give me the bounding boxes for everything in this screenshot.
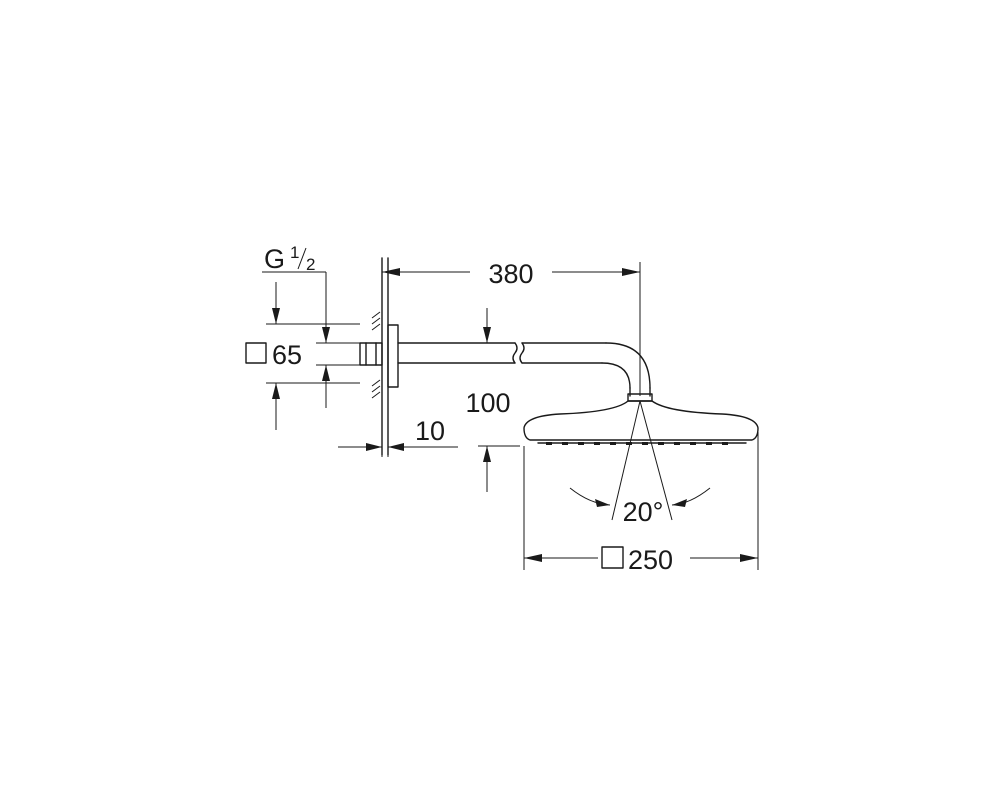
spray-angle-label: 20° (623, 497, 664, 527)
thread-prefix-label: G (264, 244, 285, 274)
dimension-arm-length: 380 (381, 259, 641, 396)
dimension-head-size: 250 (523, 432, 759, 575)
dimension-thread: G 1 2 (262, 243, 360, 408)
nozzle-row (546, 442, 728, 445)
wall-flange (359, 257, 399, 456)
thread-numerator-label: 1 (290, 243, 299, 262)
dimension-flange-size: 65 (245, 282, 360, 430)
head-size-label: 250 (628, 545, 673, 575)
dimension-head-drop: 100 (465, 308, 520, 492)
square-dimension-icon (245, 342, 267, 364)
flange-size-label: 65 (272, 340, 302, 370)
arm-length-label: 380 (488, 259, 533, 289)
head-drop-label: 100 (465, 388, 510, 418)
shower-arm (397, 342, 653, 402)
wall-offset-label: 10 (415, 416, 445, 446)
dimension-spray-angle: 20° (569, 400, 711, 527)
thread-denominator-label: 2 (306, 255, 315, 274)
thread-fraction-slash (297, 247, 307, 270)
dimension-wall-offset: 10 (338, 392, 458, 457)
square-dimension-icon (601, 546, 624, 569)
shower-head (523, 400, 759, 445)
